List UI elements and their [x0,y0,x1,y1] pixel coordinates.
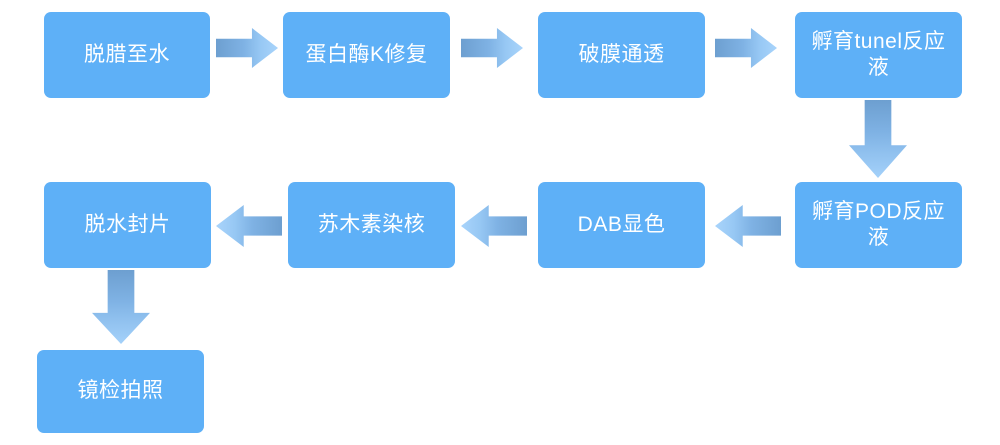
arrow-down-n8-to-n9 [92,270,150,344]
node-label: 脱水封片 [84,212,171,236]
node-label: 破膜通透 [578,42,665,66]
node-label: 蛋白酶K修复 [305,42,428,66]
flow-node-dab-color-development[interactable]: DAB显色 [538,182,705,268]
node-label: 孵育tunel反应液 [811,29,946,79]
arrow-left-n7-to-n8 [216,205,282,247]
flow-node-membrane-permeabilization[interactable]: 破膜通透 [538,12,705,98]
flow-node-hematoxylin-nuclear-staining[interactable]: 苏木素染核 [288,182,455,268]
arrow-left-n5-to-n6 [715,205,781,247]
flow-node-dewax-to-water[interactable]: 脱腊至水 [44,12,210,98]
node-label: DAB显色 [577,212,666,236]
arrow-right-n3-to-n4 [715,28,777,68]
flow-node-proteinase-k-repair[interactable]: 蛋白酶K修复 [283,12,450,98]
flow-node-incubate-pod-reaction-solution[interactable]: 孵育POD反应液 [795,182,962,268]
node-label: 镜检拍照 [77,379,164,403]
arrow-down-n4-to-n5 [849,100,907,178]
node-label: 苏木素染核 [317,212,426,236]
arrow-right-n1-to-n2 [216,28,278,68]
flow-node-microscopy-photography[interactable]: 镜检拍照 [37,350,204,433]
flow-node-incubate-tunel-reaction-solution[interactable]: 孵育tunel反应液 [795,12,962,98]
arrow-right-n2-to-n3 [461,28,523,68]
node-label: 脱腊至水 [84,42,170,66]
node-label: 孵育POD反应液 [811,199,945,249]
arrow-left-n6-to-n7 [461,205,527,247]
flow-node-dehydrate-and-mount[interactable]: 脱水封片 [44,182,211,268]
